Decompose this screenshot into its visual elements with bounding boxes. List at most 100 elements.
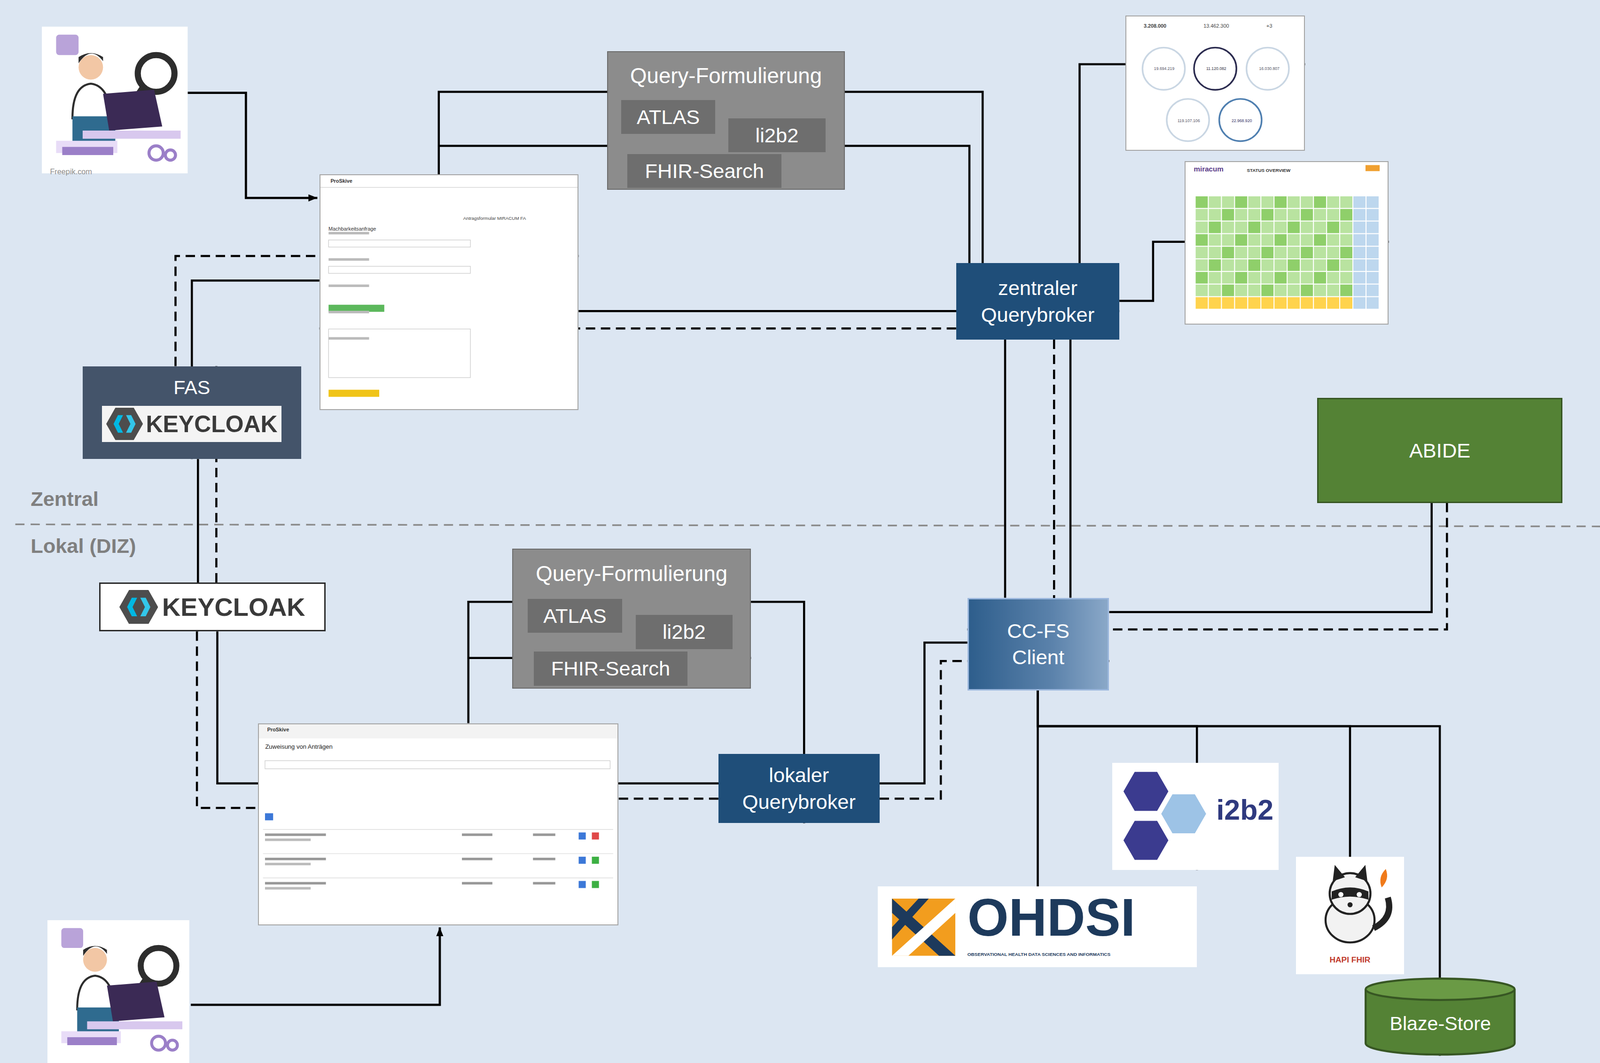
shape [126, 597, 137, 617]
logo-text: KEYCLOAK [162, 592, 306, 623]
shape [1340, 259, 1353, 272]
screenshot-text: ProSkive [330, 178, 352, 185]
box-label: CC-FS Client [997, 617, 1080, 672]
box-label: ATLAS [636, 103, 700, 131]
shape [1142, 47, 1186, 90]
shape [1248, 259, 1261, 272]
shape [1287, 297, 1300, 310]
shape [1274, 246, 1288, 259]
shape [320, 187, 578, 188]
screenshot: 3.208.00013.462.300+319.694.21911.120.08… [1125, 15, 1305, 152]
shape [1195, 297, 1209, 310]
shape [1326, 221, 1340, 234]
shape [328, 337, 369, 340]
shape [328, 240, 471, 248]
shape [1338, 892, 1344, 898]
shape [1248, 246, 1261, 259]
shape [1313, 259, 1327, 272]
shape [1340, 297, 1353, 310]
shape [1248, 209, 1261, 221]
zone-label: Lokal (DIZ) [30, 534, 136, 558]
shape [1313, 221, 1327, 234]
shape [1300, 221, 1313, 234]
shape [1261, 209, 1274, 221]
shape [1222, 246, 1235, 259]
process-box: FHIR-Search [533, 651, 688, 686]
shape [1274, 272, 1288, 284]
shape [1274, 209, 1288, 221]
shape [1287, 196, 1300, 209]
shape [1274, 284, 1288, 297]
shape [1195, 284, 1209, 297]
shape [1195, 196, 1209, 209]
shape [1209, 246, 1222, 259]
shape [328, 304, 385, 313]
shape [1340, 234, 1353, 247]
shape [1195, 246, 1209, 259]
screenshot-text: 11.120.082 [1206, 67, 1227, 72]
shape [1222, 234, 1235, 247]
logo-box: FASKEYCLOAK [82, 366, 302, 460]
logo-box: KEYCLOAK [99, 582, 326, 632]
shape [1340, 221, 1353, 234]
shape [1366, 297, 1379, 310]
shape [1209, 284, 1222, 297]
shape [1248, 196, 1261, 209]
box-label: ATLAS [543, 602, 607, 630]
shape [1235, 209, 1248, 221]
box-label: FAS [173, 376, 211, 400]
process-box: zentraler Querybroker [956, 263, 1120, 340]
shape [1248, 234, 1261, 247]
shape [891, 898, 956, 957]
shape [263, 853, 614, 854]
process-box: Query-FormulierungATLASli2b2FHIR-Search [512, 548, 751, 689]
database-cylinder: Blaze-Store [1364, 977, 1517, 1056]
shape [1209, 221, 1222, 234]
shape [265, 881, 327, 885]
shape [1287, 209, 1300, 221]
shape [1313, 297, 1327, 310]
shape [1300, 196, 1313, 209]
shape [1209, 234, 1222, 247]
shape [1340, 284, 1353, 297]
shape [1274, 297, 1288, 310]
shape [1366, 259, 1379, 272]
shape [1300, 272, 1313, 284]
logo-text: OHDSI [967, 888, 1136, 947]
shape [1235, 284, 1248, 297]
shape [1261, 234, 1274, 247]
shape [1209, 272, 1222, 284]
zone-separator [15, 524, 1600, 527]
box-label: FHIR-Search [551, 655, 671, 682]
shape [140, 597, 150, 617]
shape [578, 832, 586, 840]
shape [1261, 284, 1274, 297]
shape [1195, 272, 1209, 284]
shape [1246, 47, 1289, 90]
shape [1300, 297, 1313, 310]
shape [1347, 902, 1353, 908]
logo-subtitle: OBSERVATIONAL HEALTH DATA SCIENCES AND I… [967, 952, 1111, 958]
shape [1313, 196, 1327, 209]
node-graphic [258, 724, 618, 925]
screenshot: ProSkiveAntragsformular MIRACUM FAMachba… [319, 174, 579, 411]
shape [1261, 196, 1274, 209]
shape [1248, 297, 1261, 310]
shape [1123, 772, 1169, 812]
screenshot-text: 16.030.807 [1259, 67, 1280, 72]
shape [1300, 209, 1313, 221]
user-illustration [47, 920, 190, 1063]
shape [1235, 246, 1248, 259]
screenshot-text: +3 [1266, 23, 1273, 30]
shape [1331, 887, 1369, 900]
shape [1274, 196, 1288, 209]
shape [1366, 209, 1379, 221]
shape [891, 898, 956, 957]
shape [1274, 234, 1288, 247]
shape [1313, 284, 1327, 297]
keycloak-icon [106, 407, 143, 441]
screenshot: ProSkiveZuweisung von Anträgen [257, 723, 619, 926]
logo-box: OHDSI OBSERVATIONAL HEALTH DATA SCIENCES … [877, 886, 1198, 968]
shape [1355, 865, 1368, 882]
shape [265, 813, 274, 821]
